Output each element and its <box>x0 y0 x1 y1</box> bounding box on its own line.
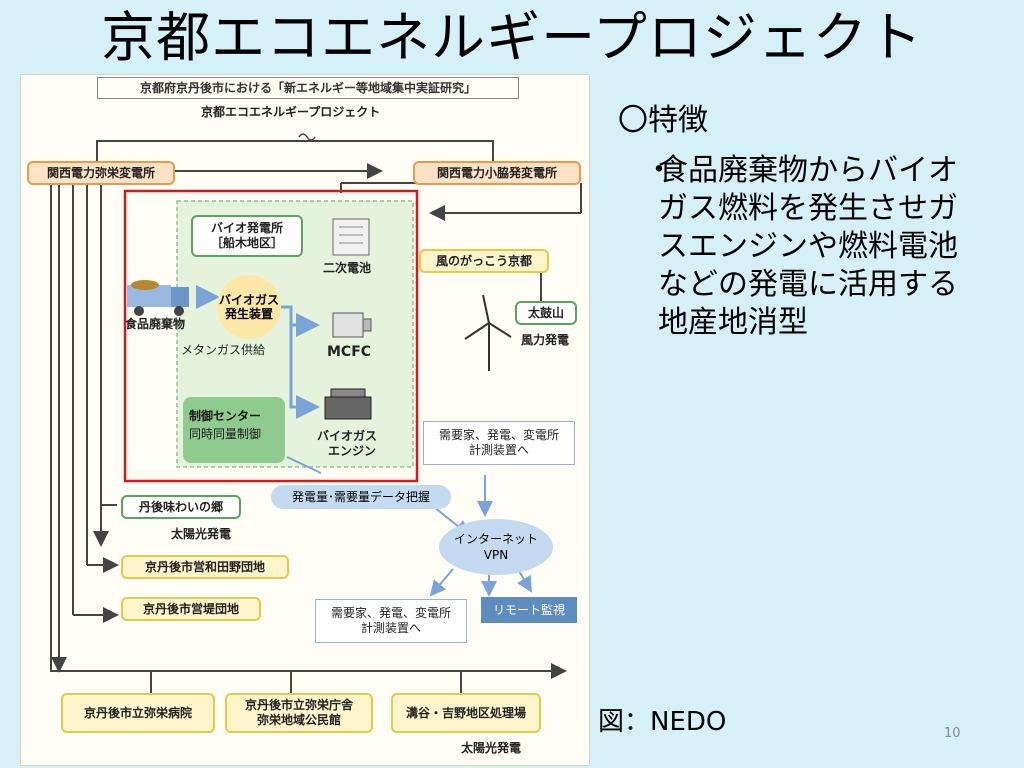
data-grasp-pill: 発電量･需要量データ把握 <box>271 485 451 509</box>
control-center: 制御センター 同時同量制御 <box>183 397 285 463</box>
site-wada-box: 京丹後市営和田野団地 <box>121 555 289 579</box>
gas-engine-icon <box>324 388 372 420</box>
fuel-cell-icon <box>332 312 372 338</box>
feature-text: 食品廃棄物からバイオガス燃料を発生させガスエンジンや燃料電池などの発電に活用する… <box>658 153 958 340</box>
energy-system-diagram: 京都府京丹後市における「新エネルギー等地域集中実証研究」 京都エコエネルギープロ… <box>20 74 590 766</box>
feature-bullet: ・ 食品廃棄物からバイオガス燃料を発生させガスエンジンや燃料電池などの発電に活用… <box>644 152 974 342</box>
taikozan-box: 太鼓山 <box>515 301 577 325</box>
wind-turbine-icon <box>464 294 512 371</box>
slide-title: 京都エコエネルギープロジェクト <box>101 6 923 69</box>
biogas-engine-label: バイオガスエンジン <box>317 429 378 458</box>
feature-heading: 〇特徴 <box>618 103 708 138</box>
battery-building-icon <box>332 218 370 256</box>
project-label: 京都エコエネルギープロジェクト <box>201 105 381 119</box>
bio-power-plant: バイオ発電所 ［船木地区］ <box>191 215 303 257</box>
solar-label-2: 太陽光発電 <box>461 741 522 755</box>
bio-plant-line2: ［船木地区］ <box>210 236 283 250</box>
bio-plant-line1: バイオ発電所 <box>210 221 283 235</box>
biogas-generator: バイオガス発生装置 <box>217 275 281 339</box>
page-number: 10 <box>944 726 961 741</box>
tango-site-box: 丹後味わいの郷 <box>121 495 241 519</box>
remote-monitor-box: リモート監視 <box>481 597 577 623</box>
mcfc-label: MCFC <box>327 344 372 360</box>
wind-power-label: 風力発電 <box>521 333 570 347</box>
truck-icon <box>127 280 189 316</box>
site-tsutsumi-box: 京丹後市営堤団地 <box>121 597 261 621</box>
office-box: 京丹後市立弥栄庁舎 弥栄地域公民館 <box>225 693 373 733</box>
food-waste-label: 食品廃棄物 <box>125 317 186 331</box>
diagram-header: 京都府京丹後市における「新エネルギー等地域集中実証研究」 <box>97 77 519 99</box>
bullet-marker: ・ <box>644 153 674 188</box>
methane-supply-label: メタンガス供給 <box>181 343 266 357</box>
source-caption: 図：NEDO <box>598 707 727 737</box>
meter-box-bottom: 需要家、発電、変電所 計測装置へ <box>315 599 467 643</box>
treatment-box: 溝谷・吉野地区処理場 <box>391 693 541 733</box>
hospital-box: 京丹後市立弥栄病院 <box>61 693 215 733</box>
meter-box-top: 需要家、発電、変電所 計測装置へ <box>423 421 575 465</box>
wind-school-box: 風のがっこう京都 <box>419 249 549 273</box>
solar-label-1: 太陽光発電 <box>171 527 232 541</box>
substation-left: 関西電力弥栄変電所 <box>27 161 175 185</box>
substation-right: 関西電力小脇発変電所 <box>413 161 581 185</box>
secondary-battery-label: 二次電池 <box>323 261 372 275</box>
